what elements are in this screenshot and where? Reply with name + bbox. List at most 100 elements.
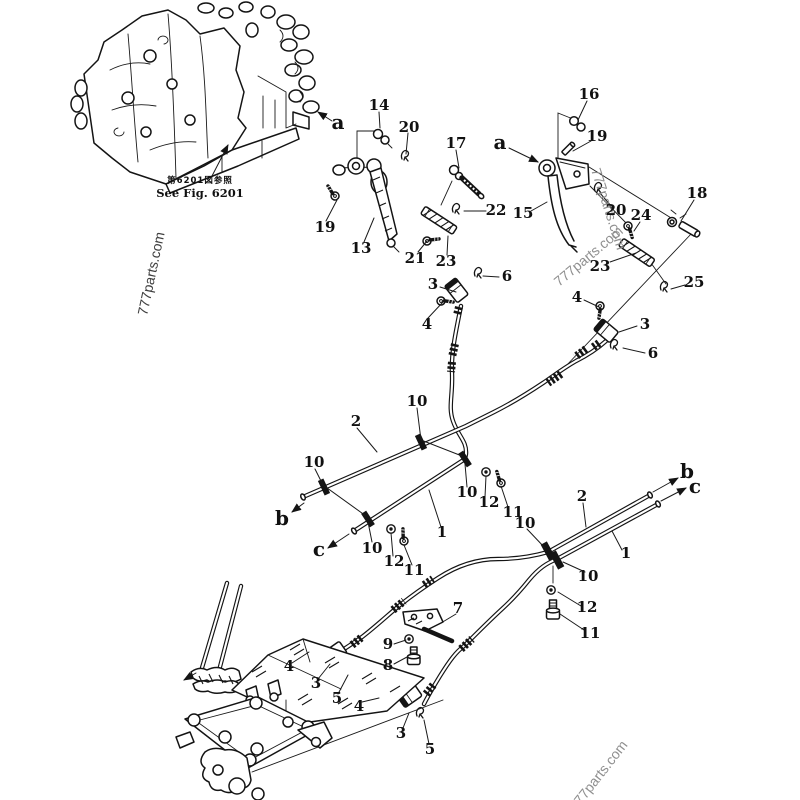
- see-fig-arrow: [211, 144, 229, 177]
- link-17: [448, 164, 485, 200]
- bolt-16: [568, 115, 586, 132]
- callout-12-26: 12: [479, 493, 500, 511]
- clamp-10-a: [414, 433, 428, 451]
- callout-11-30: 11: [404, 561, 425, 579]
- callout-15-10: 15: [513, 204, 534, 222]
- pin-19-right: [561, 141, 576, 156]
- clevis-18: [666, 209, 701, 238]
- arrow-view-b-right: [652, 477, 679, 493]
- washer-12-a: [481, 467, 491, 477]
- view-arrows: [291, 111, 687, 549]
- bolt-19-left: [322, 183, 344, 203]
- callout-9-39: 9: [383, 635, 393, 653]
- leader-lines: [291, 100, 695, 745]
- callout-10-35: 10: [578, 567, 599, 585]
- pedal-15-assembly: [538, 112, 701, 368]
- clamp-10-f: [549, 550, 565, 570]
- washer-12-b: [386, 524, 396, 534]
- watermark-bottom-clipped: 777parts.com: [566, 737, 631, 800]
- callout-11-27: 11: [503, 503, 524, 521]
- callout-11-37: 11: [580, 624, 601, 642]
- callout-3-20: 3: [640, 315, 650, 333]
- callout-20-1: 20: [399, 118, 420, 136]
- callout-5-43: 5: [332, 689, 342, 707]
- cable-end-3-upper-right: [593, 318, 619, 343]
- see-fig-note-jp: 第6201図参照: [167, 175, 233, 186]
- callout-12-36: 12: [577, 598, 598, 616]
- view-letter-a-0: a: [332, 110, 345, 134]
- callout-10-34: 10: [515, 514, 536, 532]
- callout-3-42: 3: [311, 674, 321, 692]
- callout-5-46: 5: [425, 740, 435, 758]
- clamps-and-fasteners: [317, 433, 565, 620]
- pin-20-left: [400, 149, 410, 162]
- arrow-view-b-left: [291, 502, 305, 513]
- arrow-view-a-left: [317, 111, 333, 122]
- bolt-14: [372, 128, 393, 149]
- lever-13-assembly: [322, 128, 485, 253]
- callout-18-13: 18: [687, 184, 708, 202]
- callout-13-6: 13: [351, 239, 372, 257]
- callout-2-23: 2: [351, 412, 361, 430]
- bolt-11-c: [545, 599, 561, 620]
- callout-4-19: 4: [572, 288, 582, 306]
- callout-6-21: 6: [648, 344, 658, 362]
- bolt-8: [406, 646, 421, 666]
- bolt-11-a: [488, 469, 511, 491]
- callout-10-25: 10: [457, 483, 478, 501]
- callout-22-9: 22: [486, 201, 507, 219]
- callout-1-33: 1: [621, 544, 631, 562]
- control-cables: [299, 303, 662, 707]
- callout-2-32: 2: [577, 487, 587, 505]
- pin-25: [659, 280, 669, 293]
- callout-21-7: 21: [405, 249, 426, 267]
- callout-7-38: 7: [453, 599, 463, 617]
- washer-9: [404, 634, 414, 644]
- callout-8-40: 8: [383, 656, 393, 674]
- bracket-7-group: [402, 608, 455, 666]
- pin-6-upper-left: [473, 266, 483, 279]
- hose-cluster: [197, 1, 320, 114]
- callout-10-28: 10: [362, 539, 383, 557]
- pin-22: [451, 202, 461, 215]
- callout-10-22: 10: [407, 392, 428, 410]
- callout-16-3: 16: [579, 85, 600, 103]
- clamp-10-b: [317, 478, 331, 496]
- view-letter-c-5: c: [689, 474, 701, 498]
- washer-12-c: [546, 585, 556, 595]
- bolt-21: [419, 229, 442, 251]
- callout-1-31: 1: [437, 523, 447, 541]
- callout-25-15: 25: [684, 273, 705, 291]
- cable-end-3-upper-left: [444, 277, 469, 303]
- callout-6-16: 6: [502, 267, 512, 285]
- rod-23-left: [420, 206, 458, 235]
- callout-23-14: 23: [590, 257, 611, 275]
- arrow-view-a-right: [508, 147, 539, 163]
- callout-4-18: 4: [422, 315, 432, 333]
- callout-20-11: 20: [606, 201, 627, 219]
- callout-12-29: 12: [384, 552, 405, 570]
- callout-3-17: 3: [428, 275, 438, 293]
- callout-10-24: 10: [304, 453, 325, 471]
- bolt-4-upper-right: [589, 298, 611, 321]
- pin-6-upper-right: [609, 338, 619, 351]
- view-letter-b-4: b: [680, 459, 694, 483]
- callout-3-45: 3: [396, 724, 406, 742]
- callout-24-12: 24: [631, 206, 652, 224]
- see-fig-note-en: See Fig. 6201: [156, 186, 244, 200]
- arrow-view-c-left: [327, 533, 350, 549]
- control-valve-assembly: [70, 1, 320, 194]
- callout-23-8: 23: [436, 252, 457, 270]
- rod-23-right: [618, 238, 655, 267]
- view-letter-c-3: c: [313, 537, 325, 561]
- callout-4-44: 4: [354, 697, 364, 715]
- lever-stand-assembly: [175, 580, 444, 800]
- callout-14-0: 14: [369, 96, 390, 114]
- callout-17-2: 17: [446, 134, 467, 152]
- clamp-10-c: [458, 450, 472, 468]
- callout-4-41: 4: [284, 657, 294, 675]
- bolt-11-b: [392, 526, 415, 549]
